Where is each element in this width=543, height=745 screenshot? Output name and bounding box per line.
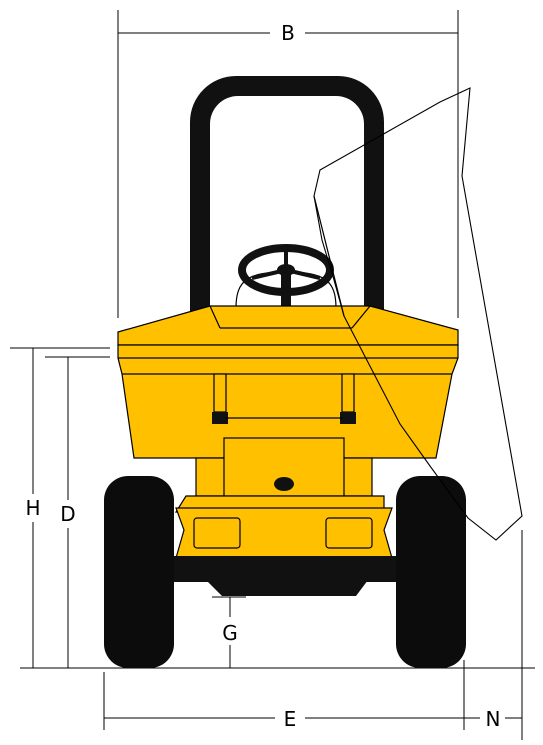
tipped-skip-outline (313, 87, 523, 541)
steering-wheel (238, 244, 334, 296)
label-d: D (60, 502, 75, 526)
label-g: G (222, 621, 238, 645)
label-e: E (284, 707, 297, 731)
dimension-h: H (10, 347, 110, 668)
skip-body (117, 344, 459, 459)
dimension-n: N (464, 530, 523, 740)
site-dumper-front-view (104, 76, 523, 668)
label-n: N (486, 707, 501, 731)
dimension-d: D (45, 356, 110, 668)
label-h: H (25, 496, 40, 520)
tow-hitch (274, 477, 294, 491)
axle (140, 556, 440, 582)
right-tire (396, 476, 466, 668)
skip-rim (117, 305, 459, 346)
left-tire (104, 476, 174, 668)
skip-brackets (212, 373, 356, 424)
axle-housing (206, 580, 368, 596)
dimension-e: E (103, 660, 465, 731)
dimension-g: G (212, 596, 246, 668)
rollbar (190, 76, 384, 318)
label-b: B (281, 21, 295, 45)
right-headlight (325, 517, 373, 549)
dimension-b: B (117, 10, 459, 318)
left-headlight (193, 517, 241, 549)
